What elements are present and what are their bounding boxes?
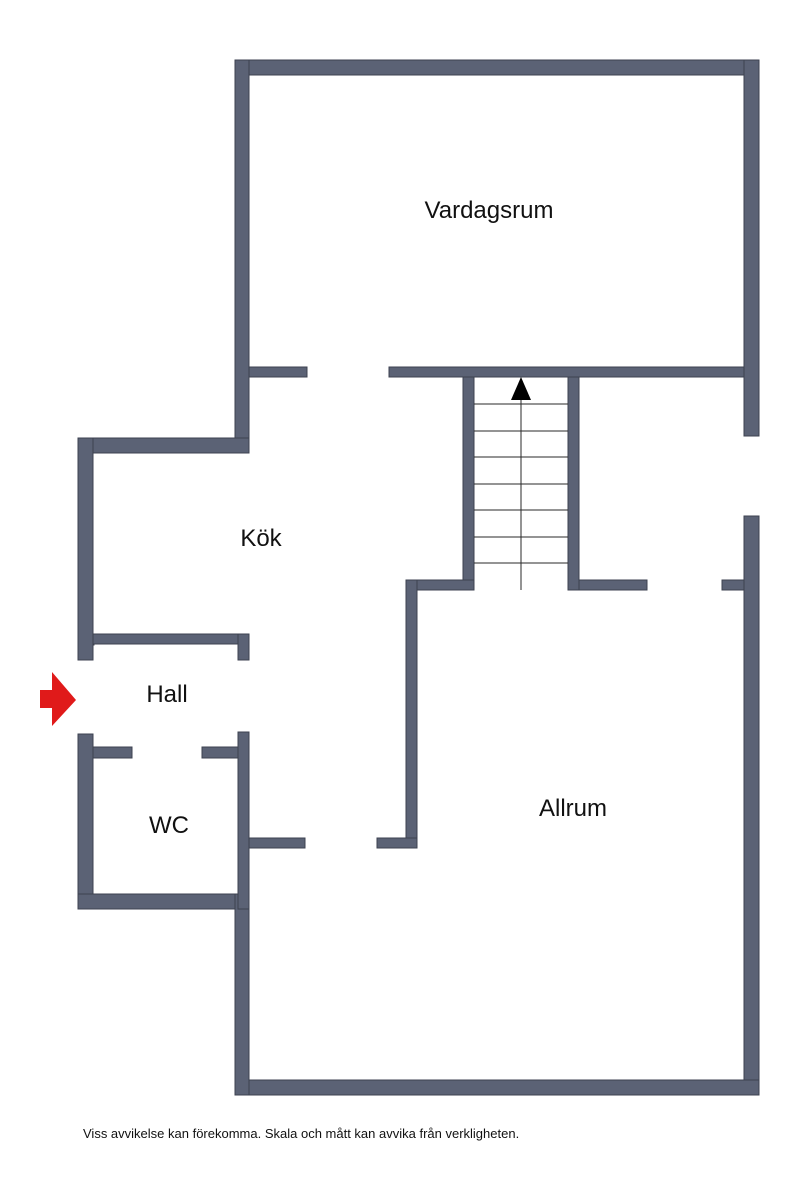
room-label-vardagsrum: Vardagsrum — [425, 197, 554, 224]
wall-allrum-stub — [376, 837, 418, 849]
wall-right-upper — [743, 59, 760, 437]
wall-hall-left-stub — [92, 643, 95, 646]
wall-stair-right — [567, 376, 580, 591]
wall-wc-top-left — [92, 746, 133, 759]
wall-allrum-left — [405, 579, 418, 849]
room-label-hall: Hall — [146, 681, 187, 708]
wall-living-bottom-left — [248, 366, 308, 378]
wall-left-bottom — [234, 893, 250, 1096]
wall-wc-bottom — [77, 893, 250, 910]
wall-left-lower — [77, 733, 94, 910]
wall-left-upper — [234, 59, 250, 454]
entrance-arrow-icon — [40, 672, 76, 726]
wall-stair-left — [462, 376, 475, 591]
wall-right-lower — [743, 515, 760, 1096]
room-label-wc: WC — [149, 812, 189, 839]
wall-living-bottom-right — [388, 366, 745, 378]
wall-corridor-stub — [248, 837, 306, 849]
walls — [77, 59, 760, 1096]
wall-hall-right-stub — [237, 633, 250, 661]
wall-top — [234, 59, 760, 76]
disclaimer-text: Viss avvikelse kan förekomma. Skala och … — [83, 1126, 520, 1141]
wall-left-kitchen — [77, 437, 94, 661]
room-label-kok: Kök — [240, 525, 282, 552]
room-label-allrum: Allrum — [539, 795, 607, 822]
wall-allrum-top-right — [721, 579, 745, 591]
wall-hall-top — [92, 633, 250, 645]
wall-kitchen-top — [77, 437, 250, 454]
wall-wc-right — [237, 731, 250, 910]
wall-bottom — [234, 1079, 760, 1096]
staircase — [474, 377, 568, 590]
stair-arrow-up-icon — [511, 377, 531, 400]
wall-allrum-top-left — [578, 579, 648, 591]
